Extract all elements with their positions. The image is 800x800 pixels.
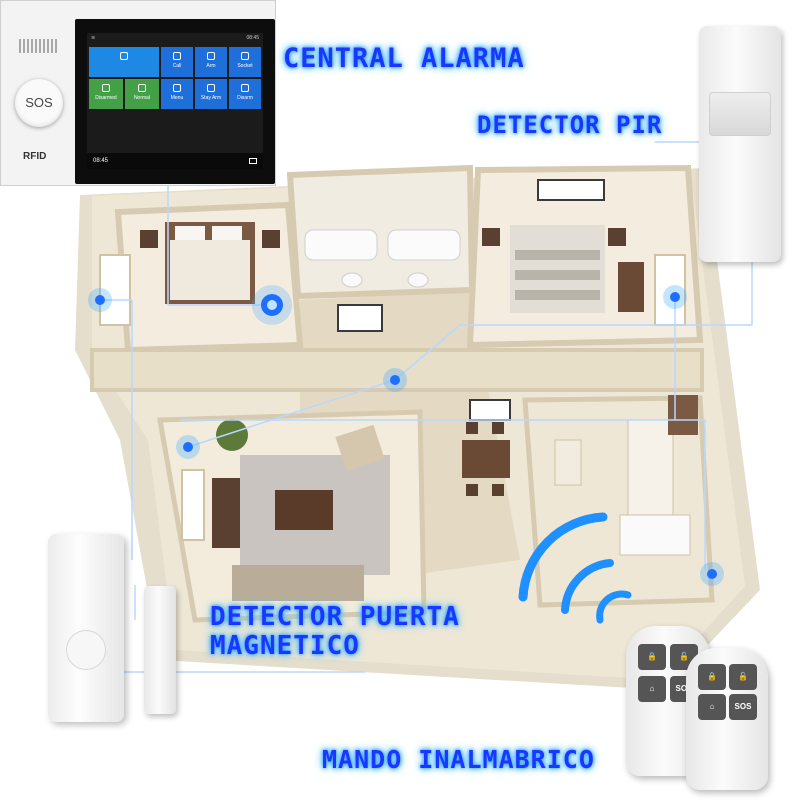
tile-label: Call bbox=[172, 63, 182, 69]
screen-status-bar: ≋ 08:45 bbox=[87, 33, 263, 43]
signal-arc-large bbox=[518, 512, 608, 602]
home-icon[interactable]: ⌂ bbox=[638, 676, 666, 702]
tile-icon bbox=[241, 52, 249, 60]
tile-icon bbox=[207, 52, 215, 60]
screen-bottom-bar: 08:45 bbox=[87, 153, 263, 169]
tile-icon bbox=[241, 84, 249, 92]
remote-control-front: 🔒 🔓 ⌂ SOS bbox=[686, 648, 768, 790]
armchair bbox=[335, 424, 385, 472]
tile-label: Arm bbox=[206, 63, 216, 69]
label-mando-inalambrico: MANDO INALMABRICO bbox=[322, 745, 595, 774]
tile-label: Normal bbox=[133, 95, 151, 101]
screen-tile-call[interactable]: Call bbox=[161, 47, 193, 77]
signal-arc-small bbox=[596, 590, 632, 624]
signal-arc-medium bbox=[561, 559, 614, 614]
unlock-icon[interactable]: 🔓 bbox=[729, 664, 757, 690]
pir-detector bbox=[699, 26, 781, 262]
home-icon[interactable]: ⌂ bbox=[698, 694, 726, 720]
tile-label: Stay Arm bbox=[200, 95, 222, 101]
wifi-icon: ≋ bbox=[91, 35, 96, 41]
label-detector-puerta-line2: MAGNETICO bbox=[210, 630, 360, 661]
door-sensor-body bbox=[48, 534, 124, 722]
tile-icon bbox=[102, 84, 110, 92]
kitchen-counter bbox=[627, 419, 674, 521]
label-central-alarma: CENTRAL ALARMA bbox=[283, 43, 525, 74]
label-detector-pir: DETECTOR PIR bbox=[477, 111, 663, 139]
screen-tile-stay-arm[interactable]: Stay Arm bbox=[195, 79, 227, 109]
rfid-label: RFID bbox=[23, 151, 47, 162]
tile-icon bbox=[173, 84, 181, 92]
screen-tile-disarmed[interactable]: Disarmed bbox=[89, 79, 123, 109]
screen-tile-disarm[interactable]: Disarm bbox=[229, 79, 261, 109]
tile-icon bbox=[207, 84, 215, 92]
tile-icon bbox=[138, 84, 146, 92]
door-sensor-button bbox=[66, 630, 106, 670]
bottom-time: 08:45 bbox=[93, 158, 109, 164]
screen-tile-menu[interactable]: Menu bbox=[161, 79, 193, 109]
coffee-table bbox=[275, 490, 333, 530]
status-time: 08:45 bbox=[246, 35, 259, 41]
tile-label: Disarm bbox=[237, 95, 253, 101]
lock-icon[interactable]: 🔒 bbox=[698, 664, 726, 690]
dining-table bbox=[462, 440, 510, 478]
label-detector-puerta: DETECTOR PUERTA MAGNETICO bbox=[210, 603, 460, 660]
screen-tile-socket[interactable]: Socket bbox=[229, 47, 261, 77]
screen-tile-home[interactable] bbox=[89, 47, 159, 77]
tile-icon bbox=[173, 52, 181, 60]
sofa bbox=[232, 565, 364, 601]
message-icon bbox=[249, 158, 257, 164]
tile-icon bbox=[120, 52, 128, 60]
tile-label: Socket bbox=[237, 63, 253, 69]
screen-tile-arm[interactable]: Arm bbox=[195, 47, 227, 77]
remote-front-sos-button[interactable]: SOS bbox=[729, 694, 757, 720]
bathtub-left bbox=[304, 229, 378, 261]
door-sensor-magnet bbox=[144, 586, 176, 714]
speaker-grille bbox=[19, 39, 57, 53]
tile-label: Disarmed bbox=[95, 95, 117, 101]
screen-tile-normal[interactable]: Normal bbox=[125, 79, 159, 109]
pir-lens bbox=[709, 92, 771, 136]
plant bbox=[216, 419, 248, 451]
sos-button[interactable]: SOS bbox=[15, 79, 63, 127]
label-detector-puerta-line1: DETECTOR PUERTA bbox=[210, 602, 460, 632]
bathtub-right bbox=[387, 229, 461, 261]
tile-label: Menu bbox=[170, 95, 184, 101]
sensor-dots bbox=[88, 285, 724, 586]
lock-icon[interactable]: 🔒 bbox=[638, 644, 666, 670]
